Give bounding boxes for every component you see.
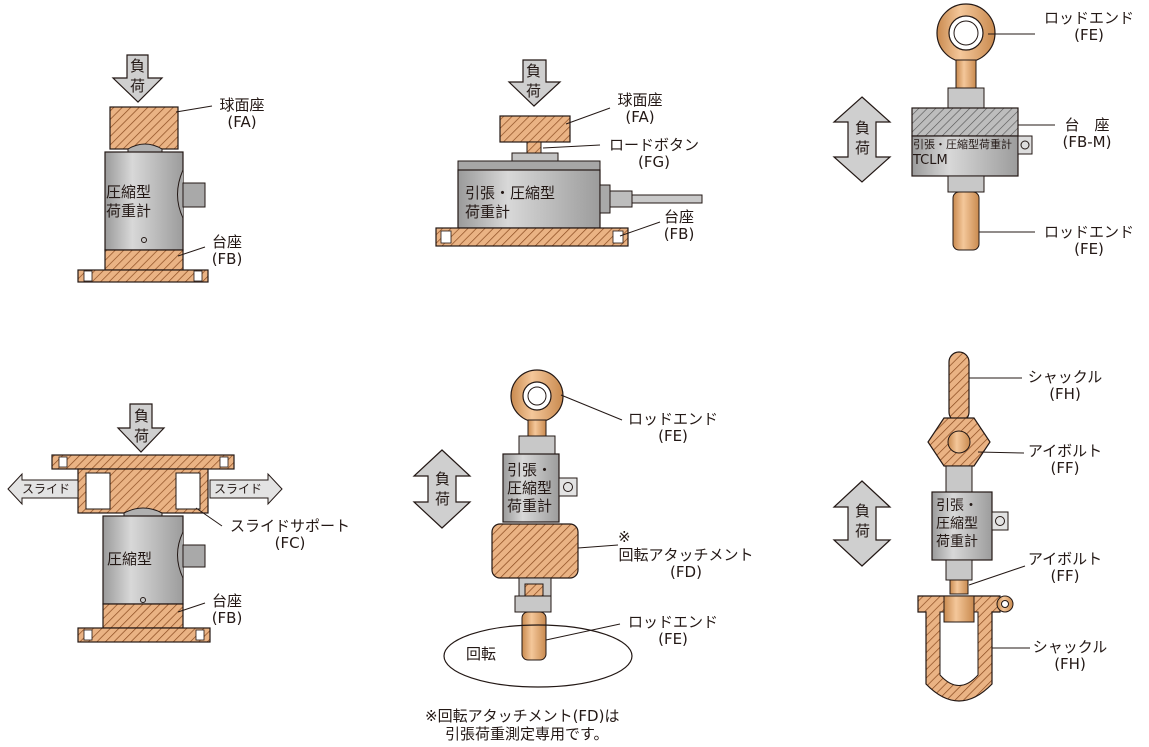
load-cell-body bbox=[102, 515, 184, 605]
fig2-body-text: 引張・圧縮型荷重計 bbox=[465, 184, 556, 221]
fig5-rotating-attachment bbox=[412, 369, 633, 688]
base-plate bbox=[104, 249, 184, 271]
load-arrow-both bbox=[832, 96, 892, 183]
slide-right-text: スライド bbox=[214, 482, 263, 496]
load-label: 負荷 bbox=[855, 502, 871, 540]
fig4-support-label: スライドサポート(FC) bbox=[229, 517, 350, 552]
fig2-button-label: ロードボタン(FG) bbox=[608, 136, 699, 171]
fig6-body-text: 引張・圧縮型荷重計 bbox=[936, 498, 978, 550]
load-cell-body bbox=[104, 151, 184, 251]
fig5-attach-label: 回転アタッチメント(FD) bbox=[618, 546, 754, 581]
load-arrow-down bbox=[507, 59, 562, 107]
load-label: 負荷 bbox=[134, 407, 150, 445]
fig1-compression-cell bbox=[77, 54, 213, 283]
load-label: 負荷 bbox=[855, 119, 871, 157]
fig3-base-label: 台 座(FB-M) bbox=[1062, 116, 1112, 151]
fig3-tclm-cell bbox=[832, 3, 1055, 251]
fig2-seat-label: 球面座(FA) bbox=[617, 91, 663, 126]
load-cell-body bbox=[502, 453, 560, 523]
load-arrow-both bbox=[412, 449, 472, 529]
fig2-flat-cell bbox=[435, 59, 703, 247]
base-plate bbox=[102, 603, 184, 629]
rod-end-bottom bbox=[952, 191, 980, 251]
fig3-rod-top-label: ロッドエンド(FE) bbox=[1043, 9, 1134, 44]
fig3-rod-bottom-label: ロッドエンド(FE) bbox=[1043, 223, 1134, 258]
load-arrow-both bbox=[832, 480, 892, 567]
load-label: 負荷 bbox=[526, 62, 542, 100]
slide-arrow-right bbox=[209, 472, 283, 506]
load-arrow-down bbox=[116, 403, 166, 453]
rotation-ellipse bbox=[443, 624, 633, 688]
fig5-rod-top-label: ロッドエンド(FE) bbox=[627, 410, 718, 445]
load-cell-body bbox=[911, 135, 1019, 177]
fig5-body-text: 引張・圧縮型荷重計 bbox=[507, 461, 553, 515]
fig5-rod-bottom-label: ロッドエンド(FE) bbox=[627, 613, 718, 648]
load-button bbox=[526, 141, 542, 155]
fig6-shackle-bottom-label: シャックル(FH) bbox=[1032, 638, 1108, 673]
base-plate bbox=[911, 107, 1019, 137]
slide-left-text: スライド bbox=[22, 482, 71, 496]
spherical-seat bbox=[109, 106, 179, 150]
rod-end-bottom bbox=[521, 611, 547, 661]
footnote: ※回転アタッチメント(FD)は引張荷重測定専用です。 bbox=[425, 707, 620, 743]
fig5-asterisk: ※ bbox=[618, 528, 631, 546]
fig6-eyebolt-bottom-label: アイボルト(FF) bbox=[1027, 550, 1103, 585]
fig3-plate-text: 引張・圧縮型荷重計 bbox=[913, 138, 1012, 151]
slide-arrow-left bbox=[7, 472, 79, 506]
rotating-attachment bbox=[491, 523, 579, 579]
fig6-eyebolt-top-label: アイボルト(FF) bbox=[1027, 442, 1103, 477]
fig6-shackle-setup bbox=[832, 351, 1030, 702]
fig3-model-text: TCLM bbox=[913, 153, 948, 168]
fig2-base-label: 台座(FB) bbox=[663, 208, 695, 243]
fig1-body-text: 圧縮型荷重計 bbox=[106, 183, 152, 220]
shackle-top bbox=[948, 351, 970, 423]
fig4-body-text: 圧縮型 bbox=[107, 550, 153, 568]
fig1-seat-label: 球面座(FA) bbox=[219, 96, 265, 131]
rotation-label: 回転 bbox=[466, 645, 497, 663]
fig6-shackle-top-label: シャックル(FH) bbox=[1027, 368, 1103, 403]
fig1-base-label: 台座(FB) bbox=[211, 233, 243, 268]
load-label: 負荷 bbox=[130, 57, 146, 95]
fig4-base-label: 台座(FB) bbox=[211, 592, 243, 627]
load-cell-body bbox=[457, 169, 601, 229]
base-plate bbox=[435, 227, 629, 247]
load-arrow-down bbox=[111, 54, 164, 103]
spherical-seat bbox=[499, 115, 571, 143]
load-label: 負荷 bbox=[435, 470, 451, 508]
load-cell-body bbox=[931, 491, 993, 561]
fig4-slide-support bbox=[7, 403, 283, 643]
